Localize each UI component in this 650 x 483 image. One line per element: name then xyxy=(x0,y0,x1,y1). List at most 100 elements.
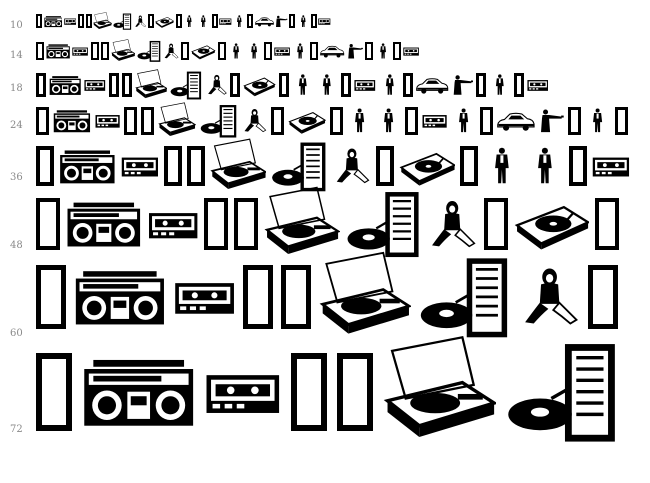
sitting-woman-icon xyxy=(164,43,179,59)
missing-glyph-box xyxy=(476,73,487,97)
standing-man-icon xyxy=(298,74,307,95)
missing-glyph-box xyxy=(36,198,60,250)
record-player-cabinet-icon xyxy=(347,192,419,258)
missing-glyph-box xyxy=(141,107,154,135)
boombox-icon xyxy=(49,75,81,95)
cassette-deck-icon xyxy=(64,18,77,25)
sitting-woman-icon xyxy=(135,15,146,27)
missing-glyph-box xyxy=(36,14,42,28)
missing-glyph-box xyxy=(278,73,289,97)
cassette-deck-icon xyxy=(318,18,331,25)
standing-man-icon xyxy=(380,43,386,59)
missing-glyph-box xyxy=(181,42,190,60)
missing-glyph-box xyxy=(364,42,373,60)
vintage-car-icon xyxy=(320,45,345,58)
missing-glyph-box xyxy=(211,14,218,28)
size-label-14: 14 xyxy=(10,50,23,61)
boombox-icon xyxy=(84,360,194,427)
dj-turntable-icon xyxy=(399,152,456,186)
record-player-cabinet-icon xyxy=(137,40,161,62)
missing-glyph-box xyxy=(310,42,319,60)
missing-glyph-box xyxy=(36,73,46,97)
cassette-deck-icon xyxy=(84,80,106,92)
cassette-deck-icon xyxy=(527,80,548,92)
boombox-icon xyxy=(67,202,141,247)
missing-glyph-box xyxy=(513,73,524,97)
cassette-deck-icon xyxy=(95,115,120,129)
standing-man-icon xyxy=(496,74,504,95)
missing-glyph-box xyxy=(100,42,109,60)
standing-man-icon xyxy=(201,14,206,27)
dj-turntable-icon xyxy=(288,112,326,134)
cassette-deck-icon xyxy=(219,18,232,25)
missing-glyph-box xyxy=(175,14,182,28)
missing-glyph-box xyxy=(36,107,49,135)
cassette-deck-icon xyxy=(354,80,376,92)
standing-man-icon xyxy=(593,108,603,133)
turntable-icon xyxy=(158,102,196,137)
turntable-icon xyxy=(209,138,267,189)
missing-glyph-box xyxy=(217,42,226,60)
missing-glyph-box xyxy=(329,107,343,135)
missing-glyph-box xyxy=(587,265,618,329)
standing-man-icon xyxy=(187,14,192,27)
missing-glyph-box xyxy=(480,107,494,135)
missing-glyph-box xyxy=(90,42,99,60)
dj-turntable-icon xyxy=(243,77,276,97)
standing-man-icon xyxy=(297,43,304,59)
cassette-deck-icon xyxy=(274,47,290,56)
missing-glyph-box xyxy=(78,14,84,28)
size-label-60: 60 xyxy=(10,328,23,339)
turntable-icon xyxy=(383,336,497,438)
missing-glyph-box xyxy=(291,353,327,431)
standing-man-icon xyxy=(495,147,510,184)
cassette-deck-icon xyxy=(72,47,89,56)
turntable-icon xyxy=(110,39,135,61)
size-label-18: 18 xyxy=(10,83,23,94)
missing-glyph-box xyxy=(595,198,620,250)
cassette-deck-icon xyxy=(422,115,447,129)
dj-turntable-icon xyxy=(155,16,175,28)
turntable-icon xyxy=(264,186,340,255)
standing-man-icon xyxy=(459,108,469,133)
dj-turntable-icon xyxy=(514,206,590,250)
missing-glyph-box xyxy=(405,107,418,135)
size-label-36: 36 xyxy=(10,172,23,183)
cassette-deck-icon xyxy=(175,283,234,315)
missing-glyph-box xyxy=(109,73,119,97)
cassette-deck-icon xyxy=(121,157,158,177)
sitting-woman-icon xyxy=(207,75,227,95)
standing-man-icon xyxy=(232,43,239,59)
missing-glyph-box xyxy=(85,14,92,28)
standing-man-icon xyxy=(300,14,306,27)
missing-glyph-box xyxy=(270,107,284,135)
missing-glyph-box xyxy=(124,107,137,135)
missing-glyph-box xyxy=(186,146,205,186)
missing-glyph-box xyxy=(483,198,508,250)
missing-glyph-box xyxy=(310,14,317,28)
size-label-48: 48 xyxy=(10,240,23,251)
sitting-woman-icon xyxy=(524,268,578,326)
sitting-woman-icon xyxy=(432,200,476,248)
record-player-cabinet-icon xyxy=(272,142,326,191)
dj-turntable-icon xyxy=(191,45,216,60)
gunman-icon xyxy=(541,109,564,133)
gunman-icon xyxy=(453,75,473,95)
missing-glyph-box xyxy=(36,353,72,431)
missing-glyph-box xyxy=(234,198,258,250)
boombox-icon xyxy=(46,44,70,59)
record-player-cabinet-icon xyxy=(200,105,237,138)
missing-glyph-box xyxy=(264,42,272,60)
missing-glyph-box xyxy=(230,73,241,97)
size-label-24: 24 xyxy=(10,120,23,131)
size-label-72: 72 xyxy=(10,424,23,435)
record-player-cabinet-icon xyxy=(420,258,507,338)
missing-glyph-box xyxy=(204,198,228,250)
sitting-woman-icon xyxy=(244,109,266,133)
sitting-woman-icon xyxy=(336,148,370,184)
standing-man-icon xyxy=(354,108,364,133)
size-label-10: 10 xyxy=(10,20,23,31)
cassette-deck-icon xyxy=(403,47,419,56)
missing-glyph-box xyxy=(147,14,154,28)
standing-man-icon xyxy=(237,14,242,27)
